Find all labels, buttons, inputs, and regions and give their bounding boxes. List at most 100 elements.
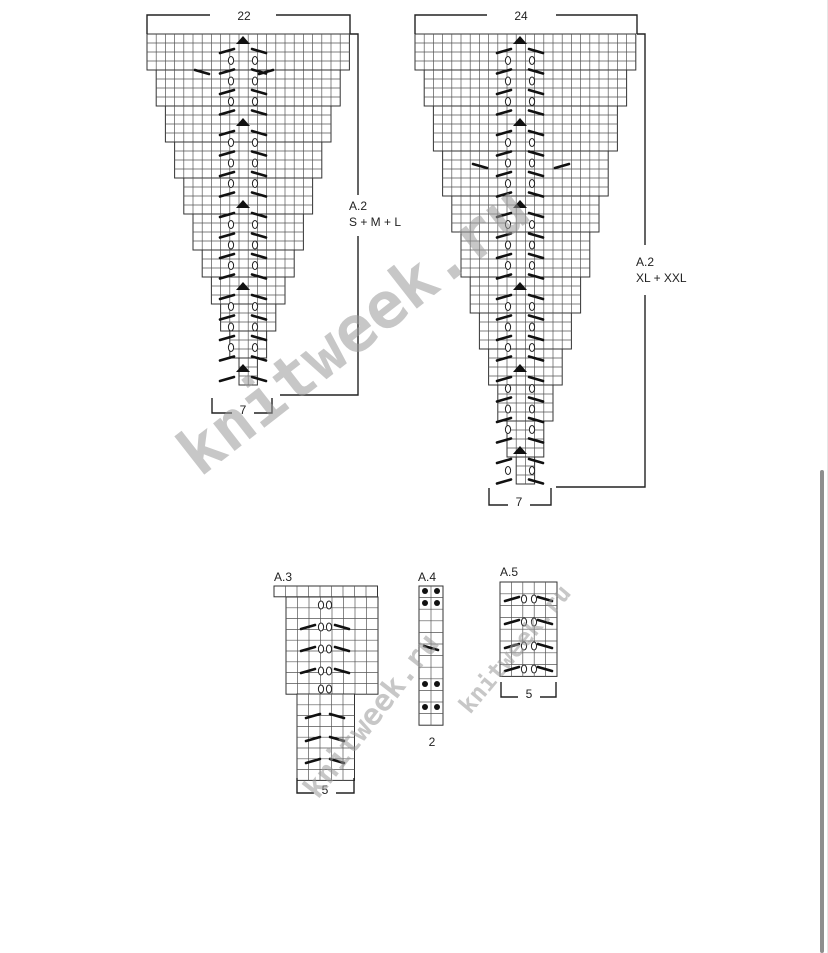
a2-small-height-bracket	[280, 33, 359, 396]
a2-large-sizes: XL + XXL	[636, 271, 687, 285]
decrease-stitch	[299, 645, 317, 653]
purl-stitch	[422, 704, 428, 710]
decrease-stitch	[503, 642, 521, 650]
a5-grid	[499, 581, 558, 677]
purl-stitch	[434, 704, 440, 710]
chart-a5: A.5 5	[499, 565, 558, 701]
double-decrease-stitch	[236, 282, 250, 290]
decrease-stitch	[527, 68, 545, 75]
yarn-over-stitch	[504, 322, 512, 332]
a3-repeat-label: 5	[322, 783, 329, 797]
a2-large-symbols	[471, 36, 571, 485]
decrease-stitch	[218, 47, 236, 55]
decrease-stitch	[527, 457, 545, 465]
decrease-stitch	[527, 150, 545, 157]
yarn-over-stitch	[528, 302, 536, 311]
yarn-over-stitch	[520, 594, 528, 604]
yarn-over-stitch	[528, 261, 536, 270]
yarn-over-stitch	[317, 644, 325, 654]
decrease-stitch	[527, 232, 545, 239]
yarn-over-stitch	[251, 179, 259, 188]
yarn-over-stitch	[325, 666, 333, 676]
yarn-over-stitch	[227, 138, 235, 147]
decrease-stitch	[250, 293, 268, 301]
decrease-stitch	[299, 623, 317, 631]
a2-large-width-bracket	[414, 14, 638, 34]
yarn-over-stitch	[528, 97, 536, 106]
decrease-stitch	[250, 334, 268, 342]
decrease-stitch	[218, 375, 236, 383]
decrease-stitch	[495, 375, 513, 383]
decrease-stitch	[250, 150, 268, 157]
a2-large-grid	[414, 33, 637, 485]
yarn-over-stitch	[227, 56, 235, 65]
yarn-over-stitch	[530, 641, 538, 651]
purl-stitch	[422, 681, 428, 687]
yarn-over-stitch	[227, 343, 235, 352]
a5-repeat-label: 5	[526, 687, 533, 701]
decrease-stitch	[527, 129, 545, 137]
yarn-over-stitch	[325, 600, 333, 610]
a2-large-width-label: 24	[514, 9, 528, 23]
yarn-over-stitch	[528, 343, 536, 352]
chart-a2-small: 22 A.2 S + M + L 7	[146, 9, 401, 417]
yarn-over-stitch	[317, 684, 325, 694]
purl-stitch	[434, 588, 440, 594]
decrease-stitch	[250, 211, 268, 219]
yarn-over-stitch	[251, 76, 259, 86]
yarn-over-stitch	[504, 425, 512, 434]
a4-grid	[418, 585, 444, 726]
decrease-stitch	[250, 273, 268, 280]
purl-stitch	[434, 600, 440, 606]
decrease-stitch	[527, 478, 545, 485]
decrease-stitch	[422, 644, 440, 652]
double-decrease-stitch	[513, 446, 527, 454]
a2-small-symbols	[193, 36, 275, 383]
decrease-stitch	[527, 273, 545, 280]
decrease-stitch	[250, 170, 268, 178]
decrease-stitch	[495, 437, 513, 444]
decrease-stitch	[218, 314, 236, 321]
double-decrease-stitch	[513, 200, 527, 208]
yarn-over-stitch	[227, 179, 235, 188]
yarn-over-stitch	[528, 240, 536, 250]
decrease-stitch	[536, 595, 554, 603]
yarn-over-stitch	[528, 220, 536, 229]
scrollbar-thumb[interactable]	[820, 470, 824, 953]
decrease-stitch	[193, 68, 211, 76]
decrease-stitch	[218, 252, 236, 260]
decrease-stitch	[495, 68, 513, 75]
double-decrease-stitch	[513, 282, 527, 290]
decrease-stitch	[495, 211, 513, 219]
decrease-stitch	[527, 355, 545, 362]
decrease-stitch	[250, 232, 268, 239]
a2-small-width-label: 22	[237, 9, 251, 23]
yarn-over-stitch	[251, 138, 259, 147]
decrease-stitch	[471, 162, 489, 170]
decrease-stitch	[495, 334, 513, 342]
decrease-stitch	[218, 150, 236, 157]
a5-repeat-bracket	[500, 682, 557, 698]
decrease-stitch	[333, 623, 351, 631]
yarn-over-stitch	[528, 56, 536, 65]
purl-stitch	[422, 588, 428, 594]
double-decrease-stitch	[236, 364, 250, 372]
a4-repeat-label: 2	[429, 735, 436, 749]
decrease-stitch	[527, 314, 545, 321]
decrease-stitch	[527, 416, 545, 424]
yarn-over-stitch	[528, 179, 536, 188]
decrease-stitch	[495, 355, 513, 362]
decrease-stitch	[495, 88, 513, 96]
decrease-stitch	[536, 665, 554, 673]
yarn-over-stitch	[504, 220, 512, 229]
decrease-stitch	[495, 293, 513, 301]
decrease-stitch	[503, 618, 521, 626]
yarn-over-stitch	[504, 97, 512, 106]
decrease-stitch	[553, 162, 571, 170]
decrease-stitch	[299, 667, 317, 675]
decrease-stitch	[328, 735, 346, 743]
yarn-over-stitch	[504, 158, 512, 168]
yarn-over-stitch	[504, 343, 512, 352]
decrease-stitch	[250, 129, 268, 137]
yarn-over-stitch	[317, 622, 325, 632]
